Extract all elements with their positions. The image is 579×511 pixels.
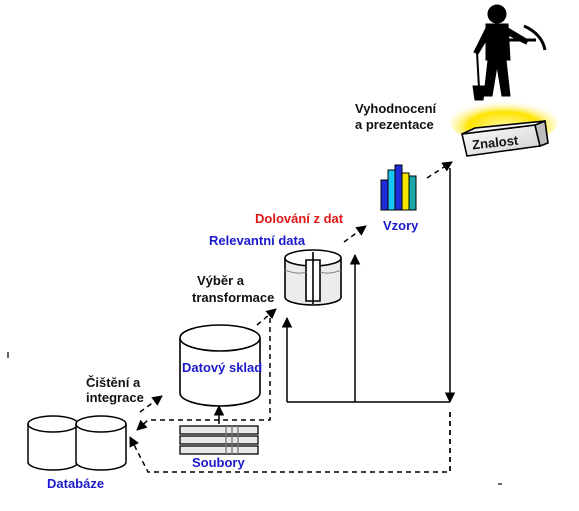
arrow-to-knowledge xyxy=(426,161,453,179)
label-datovy-sklad: Datový sklad xyxy=(182,360,263,375)
label-soubory: Soubory xyxy=(192,455,245,470)
flow-arrows xyxy=(139,161,453,424)
files-icon xyxy=(179,425,259,455)
arrow-to-warehouse xyxy=(139,395,163,413)
label-dolovani-z-dat: Dolování z dat xyxy=(255,211,344,226)
arrow-to-patterns xyxy=(343,225,367,243)
label-vyber-1: Výběr a xyxy=(197,273,244,288)
relevant-data-cylinder-icon xyxy=(284,249,342,306)
label-vzory: Vzory xyxy=(383,218,419,233)
knowledge-block-icon xyxy=(461,119,549,157)
label-databaze: Databáze xyxy=(47,476,105,491)
arrow-to-relevant xyxy=(256,308,277,326)
label-relevantni-data: Relevantní data xyxy=(209,233,306,248)
label-cisteni-2: integrace xyxy=(86,390,144,405)
label-cisteni-1: Čištění a xyxy=(86,375,141,390)
label-vyhodnoceni-1: Vyhodnocení xyxy=(355,101,437,116)
dashed-loops xyxy=(129,318,451,473)
patterns-bar-icon xyxy=(380,164,417,211)
database-icon xyxy=(27,415,127,471)
label-vyhodnoceni-2: a prezentace xyxy=(355,117,434,132)
feedback-lines xyxy=(281,168,456,404)
miner-figure-icon xyxy=(472,4,547,101)
label-vyber-2: transformace xyxy=(192,290,275,305)
